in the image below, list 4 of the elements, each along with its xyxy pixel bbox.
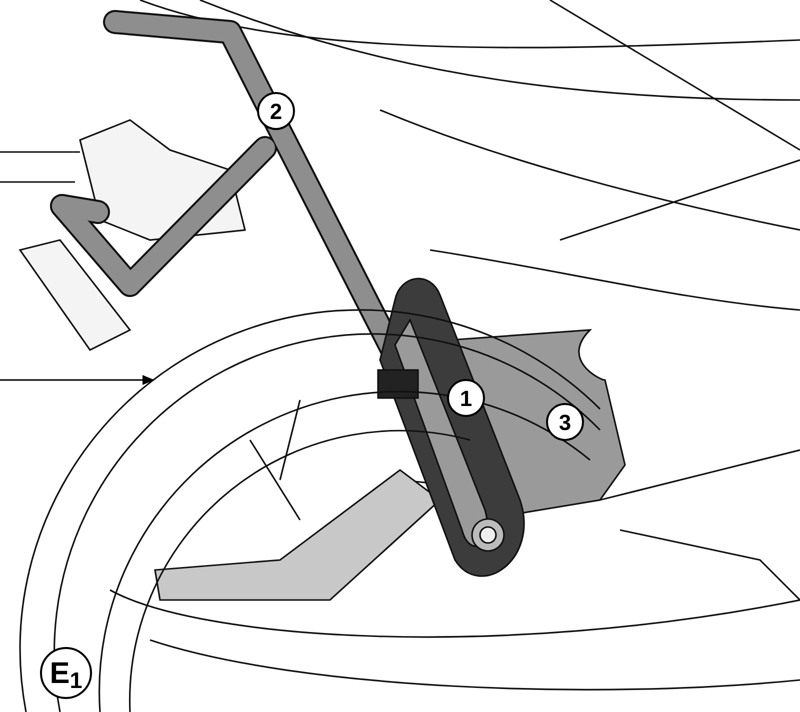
leader-arrow [0, 375, 154, 385]
callout-number: 2 [257, 92, 295, 130]
rear-tire-drawing [31, 329, 246, 560]
figure-badge: E$_{1}$ [40, 647, 92, 699]
